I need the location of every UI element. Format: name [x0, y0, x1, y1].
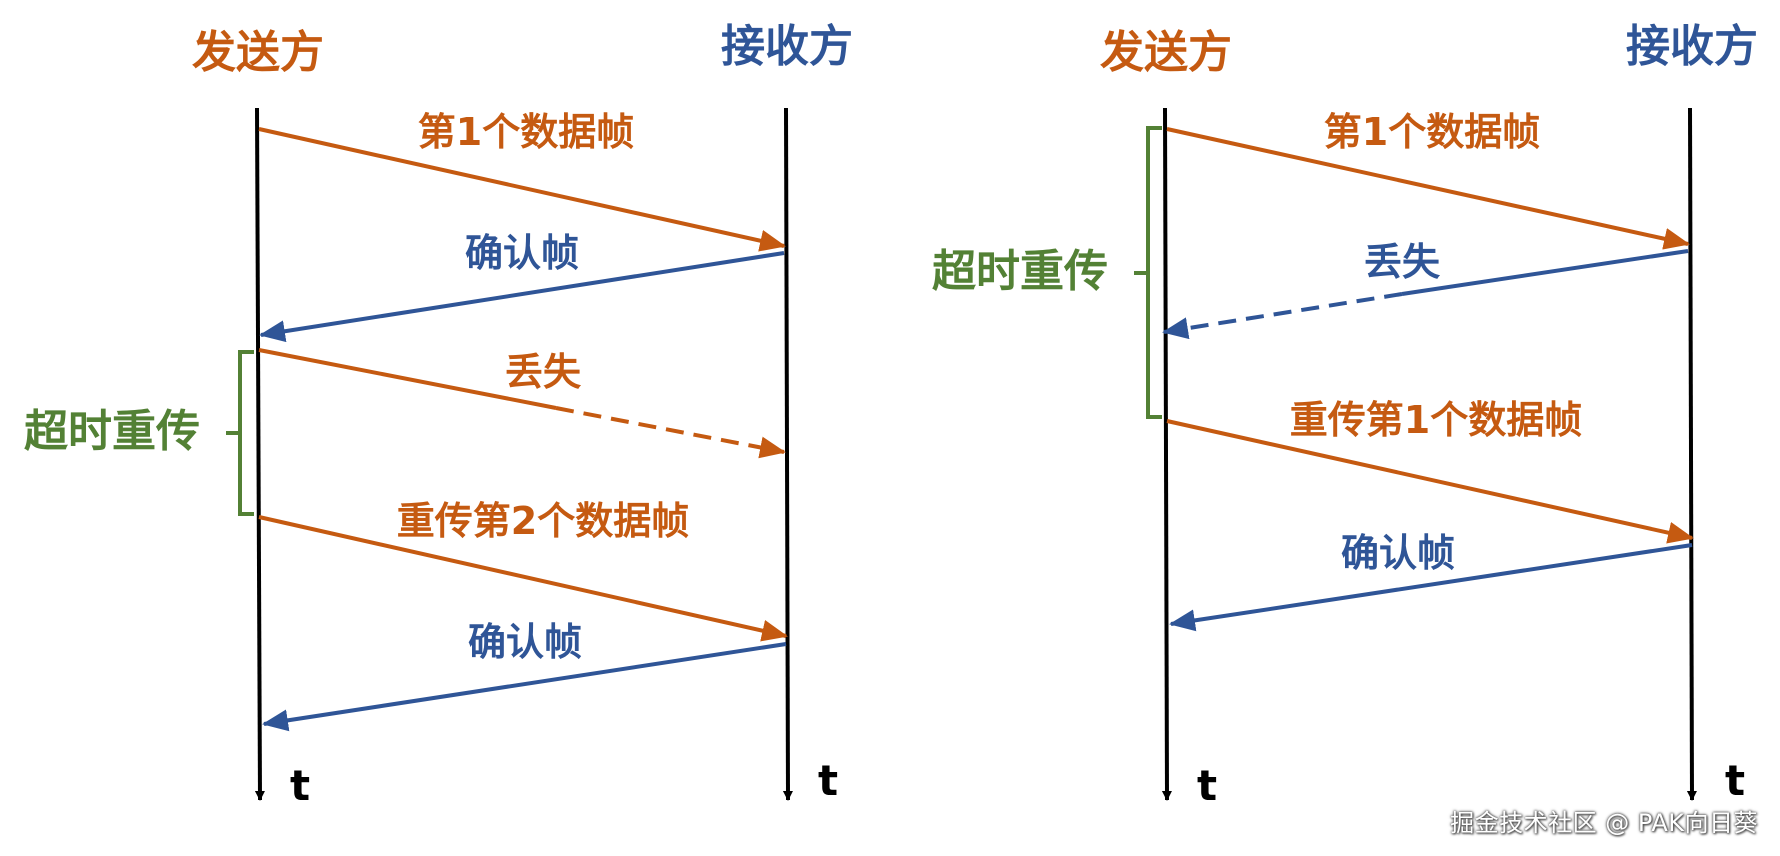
- right-sender-time-label: t: [1197, 761, 1217, 810]
- left-ack2-label: 确认帧: [468, 620, 582, 664]
- left-resend-label: 重传第2个数据帧: [397, 499, 689, 543]
- left-resend-arrow: [258, 515, 788, 642]
- right-timeout-label: 超时重传: [932, 246, 1108, 297]
- right-ack-label: 确认帧: [1341, 531, 1455, 575]
- right-frame1-label: 第1个数据帧: [1324, 110, 1540, 154]
- left-lost-label: 丢失: [505, 350, 582, 394]
- watermark: 掘金技术社区 @ PAK向日葵: [1450, 809, 1758, 837]
- right-ack-dashed-segment: [1162, 292, 1403, 340]
- left-frame1-arrow: [258, 127, 786, 252]
- left-receiver-time-label: t: [818, 756, 838, 805]
- right-receiver-timeline: [1686, 107, 1697, 801]
- right-diagram: 发送方 接收方 t t 第1个数据帧 丢失 超时重传 重传第1个数据帧 确认帧: [932, 21, 1758, 810]
- right-ack-solid-segment: [1401, 249, 1689, 296]
- right-ack-arrow: [1169, 543, 1693, 632]
- left-frame2-solid-segment: [258, 348, 557, 410]
- left-frame2-dashed-segment: [555, 406, 786, 459]
- left-ack1-arrow: [259, 251, 785, 343]
- left-timeout-label: 超时重传: [24, 406, 200, 457]
- right-receiver-time-label: t: [1725, 756, 1745, 805]
- left-ack1-label: 确认帧: [465, 231, 579, 275]
- left-sender-title: 发送方: [192, 27, 324, 78]
- left-diagram: 发送方 接收方 t t 第1个数据帧 确认帧 丢失 超时重传 重传第2个数据帧 …: [24, 21, 853, 810]
- left-sender-timeline: [254, 107, 265, 801]
- right-lost-label: 丢失: [1364, 240, 1441, 284]
- left-receiver-timeline: [782, 107, 793, 801]
- right-sender-timeline: [1161, 107, 1172, 801]
- left-ack2-arrow: [262, 642, 787, 732]
- right-frame1-arrow: [1166, 127, 1690, 250]
- right-receiver-title: 接收方: [1626, 21, 1758, 72]
- right-sender-title: 发送方: [1100, 27, 1232, 78]
- left-receiver-title: 接收方: [721, 21, 853, 72]
- left-timeout-bracket: [226, 350, 254, 516]
- right-resend-arrow: [1166, 419, 1694, 544]
- right-resend-label: 重传第1个数据帧: [1290, 398, 1582, 442]
- left-sender-time-label: t: [290, 761, 310, 810]
- right-timeout-bracket: [1134, 126, 1162, 419]
- left-frame1-label: 第1个数据帧: [418, 110, 634, 154]
